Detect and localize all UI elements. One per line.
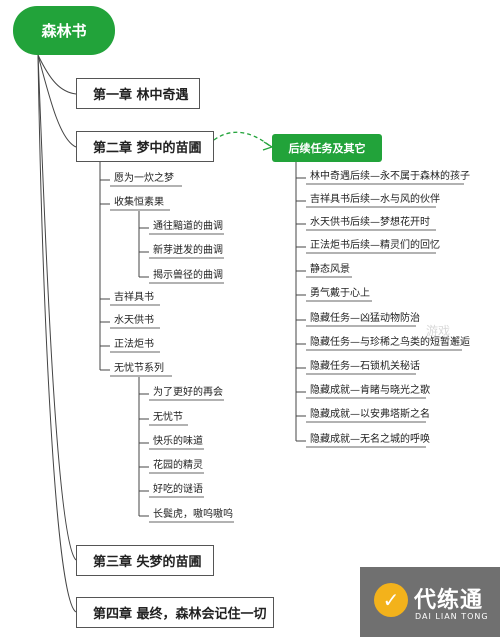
- root-node: 森林书: [13, 6, 115, 55]
- logo-text: 代练通: [414, 588, 484, 613]
- ch2-subitem: 为了更好的再会: [153, 387, 223, 399]
- ch2-subitem: 花园的精灵: [153, 460, 203, 472]
- chapter-3-node: 第三章 失梦的苗圃: [76, 545, 214, 576]
- ch2-subitem: 新芽迸发的曲调: [153, 245, 223, 257]
- followup-item: 林中奇遇后续—永不属于森林的孩子: [310, 171, 470, 183]
- followup-item: 隐藏任务—与珍稀之鸟类的短暂邂逅: [310, 337, 470, 349]
- ch2-subitem: 无忧节: [153, 412, 183, 424]
- ch2-item: 水天供书: [114, 315, 154, 327]
- ch2-subitem: 好吃的谜语: [153, 484, 203, 496]
- watermark-text: 游戏: [426, 324, 451, 338]
- followup-item: 水天供书后续—梦想花开时: [310, 217, 430, 229]
- followup-item: 隐藏成就—无名之城的呼唤: [310, 434, 430, 446]
- followup-item: 静态风景: [310, 264, 350, 276]
- followup-item: 隐藏成就—肯睹与晓光之歌: [310, 385, 430, 397]
- ch2-item: 收集恒素果: [114, 197, 164, 209]
- followup-item: 吉祥具书后续—水与风的伙伴: [310, 194, 440, 206]
- followup-item: 隐藏成就—以安弗塔斯之名: [310, 409, 430, 421]
- followup-title-node: 后续任务及其它: [272, 134, 382, 162]
- check-icon: ✓: [374, 583, 408, 617]
- ch2-subitem: 快乐的味道: [153, 436, 203, 448]
- followup-item: 正法炬书后续—精灵们的回忆: [310, 240, 440, 252]
- ch2-subitem: 长鬓虎，嗷呜嗷呜: [153, 509, 233, 521]
- chapter-1-node: 第一章 林中奇遇: [76, 78, 200, 109]
- ch2-item: 愿为一炊之梦: [114, 173, 174, 185]
- followup-item: 勇气戴于心上: [310, 288, 370, 300]
- followup-item: 隐藏任务—凶猛动物防治: [310, 313, 420, 325]
- ch2-item: 吉祥具书: [114, 292, 154, 304]
- ch2-item: 正法炬书: [114, 339, 154, 351]
- ch2-item: 无忧节系列: [114, 363, 164, 375]
- ch2-subitem: 通往黯道的曲调: [153, 221, 223, 233]
- chapter-2-node: 第二章 梦中的苗圃: [76, 131, 214, 162]
- chapter-4-node: 第四章 最终，森林会记住一切: [76, 597, 274, 628]
- followup-item: 隐藏任务—石锁机关秘话: [310, 361, 420, 373]
- logo-subtext: DAI LIAN TONG: [415, 612, 489, 621]
- ch2-subitem: 揭示兽径的曲调: [153, 270, 223, 282]
